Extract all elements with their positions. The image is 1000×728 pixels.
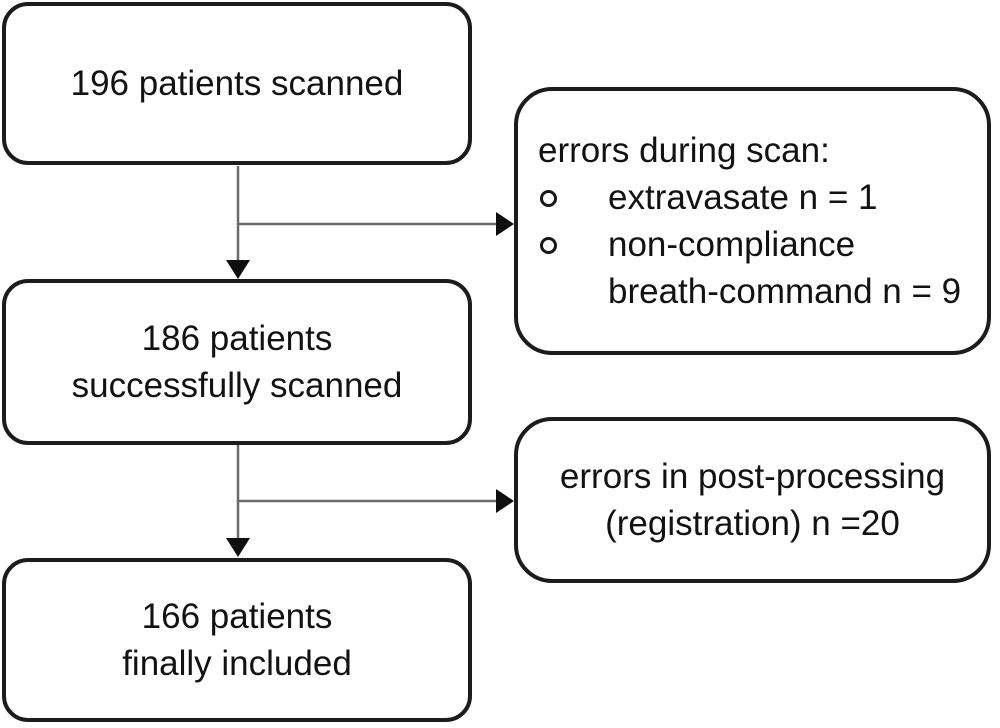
node-label-line: errors in post-processing	[559, 457, 946, 496]
bullet-item: non-compliance breath-command n = 9	[538, 221, 977, 315]
node-label-line: (registration) n =20	[605, 504, 900, 543]
node-patients-successfully-scanned: 186 patients successfully scanned	[2, 279, 472, 445]
arrowhead-right-2-icon	[496, 489, 514, 513]
bullet-text: extravasate n = 1	[608, 174, 877, 221]
circle-bullet-icon	[540, 237, 557, 254]
node-label-line: 186 patients	[141, 319, 333, 358]
side-box-title: errors during scan:	[538, 131, 830, 170]
arrowhead-down-2-icon	[226, 538, 250, 557]
bullet-item: extravasate n = 1	[538, 174, 977, 221]
node-label-line: 166 patients	[141, 597, 333, 636]
bullet-text-line: extravasate n = 1	[608, 178, 878, 217]
node-label-line: successfully scanned	[71, 366, 403, 405]
bullet-text-line: non-compliance	[608, 225, 856, 264]
node-patients-finally-included: 166 patients finally included	[2, 558, 472, 722]
side-box-content: errors during scan: extravasate n = 1 no…	[518, 91, 987, 351]
bullet-text: non-compliance breath-command n = 9	[608, 221, 961, 315]
node-errors-during-scan: errors during scan: extravasate n = 1 no…	[514, 87, 991, 355]
node-errors-post-processing: errors in post-processing (registration)…	[514, 417, 991, 583]
arrowhead-right-1-icon	[496, 212, 514, 236]
circle-bullet-icon	[540, 190, 557, 207]
arrowhead-down-1-icon	[226, 260, 250, 279]
node-label-line: finally included	[122, 644, 352, 683]
node-patients-scanned: 196 patients scanned	[2, 2, 472, 165]
side-box-content: errors in post-processing (registration)…	[518, 421, 987, 579]
node-label-line: 196 patients scanned	[70, 64, 404, 103]
bullet-text-line: breath-command n = 9	[608, 272, 962, 311]
